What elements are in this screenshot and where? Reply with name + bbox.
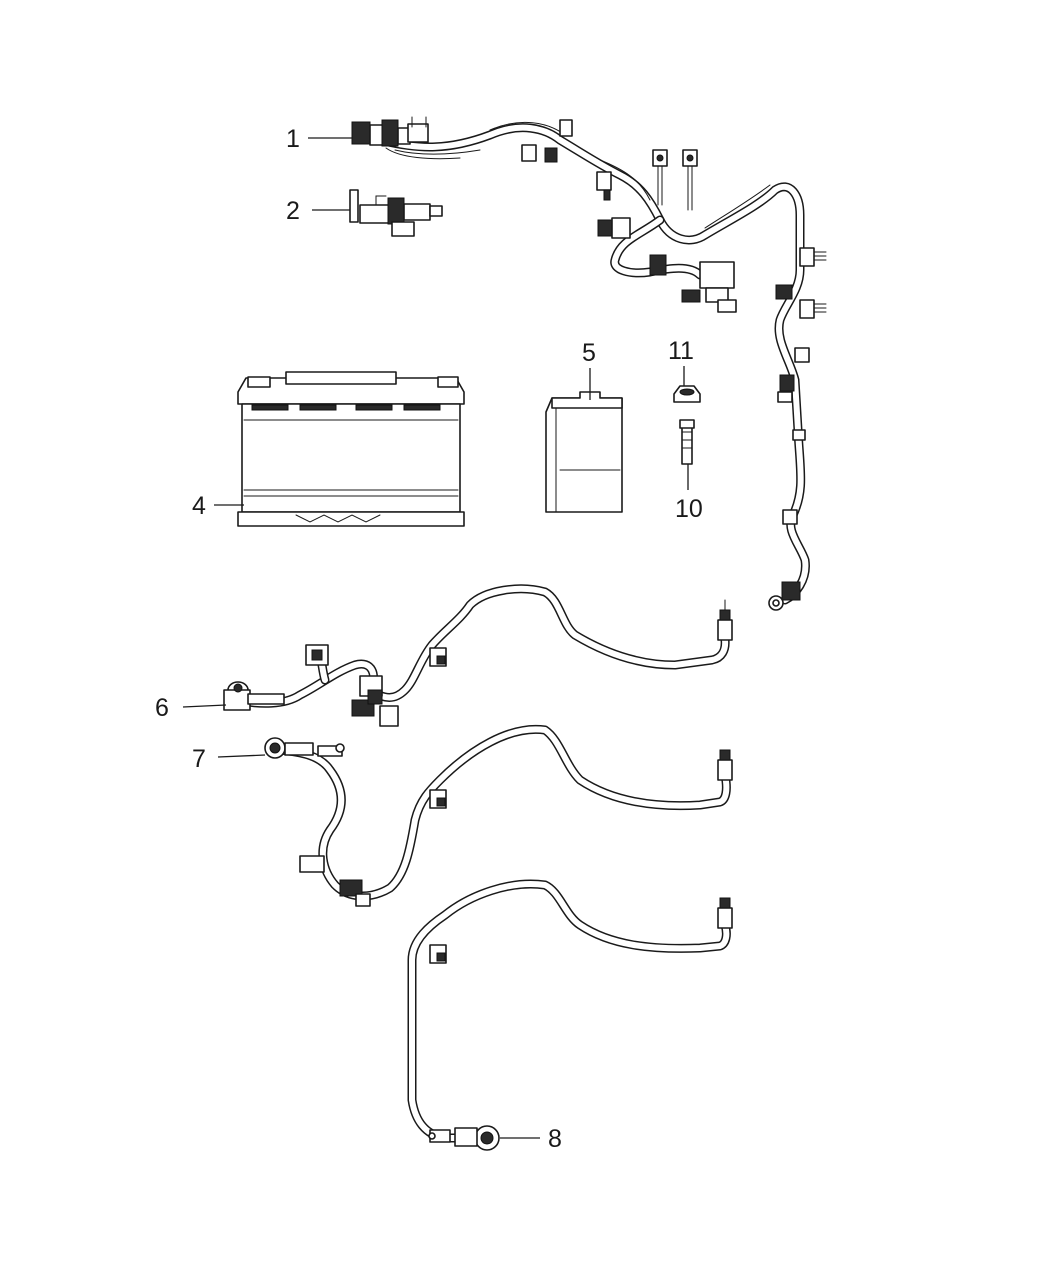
part-7-battery-cable[interactable] (264, 724, 733, 907)
part-2-connector[interactable] (349, 189, 443, 237)
part-1-wiring-harness[interactable] (351, 116, 827, 611)
part-6-battery-cable[interactable] (223, 584, 733, 727)
part-5-battery-insulator[interactable] (545, 391, 623, 513)
callout-10[interactable]: 10 (675, 495, 703, 523)
part-4-battery[interactable] (237, 371, 465, 527)
part-10-bolt[interactable] (679, 419, 695, 465)
leader-6 (182, 704, 227, 708)
leader-7 (217, 754, 266, 758)
callout-labels: 1 2 4 5 6 7 8 10 11 (155, 125, 703, 1153)
callout-7[interactable]: 7 (192, 745, 206, 773)
callout-6[interactable]: 6 (155, 694, 169, 722)
part-11-nut[interactable] (673, 385, 701, 403)
callout-8[interactable]: 8 (548, 1125, 562, 1153)
callout-4[interactable]: 4 (192, 492, 206, 520)
callout-11[interactable]: 11 (668, 337, 694, 365)
callout-5[interactable]: 5 (582, 339, 596, 367)
part-8-battery-cable[interactable] (407, 879, 733, 1151)
callout-2[interactable]: 2 (286, 197, 300, 225)
callout-1[interactable]: 1 (286, 125, 300, 153)
callout-leaders (182, 137, 689, 1139)
